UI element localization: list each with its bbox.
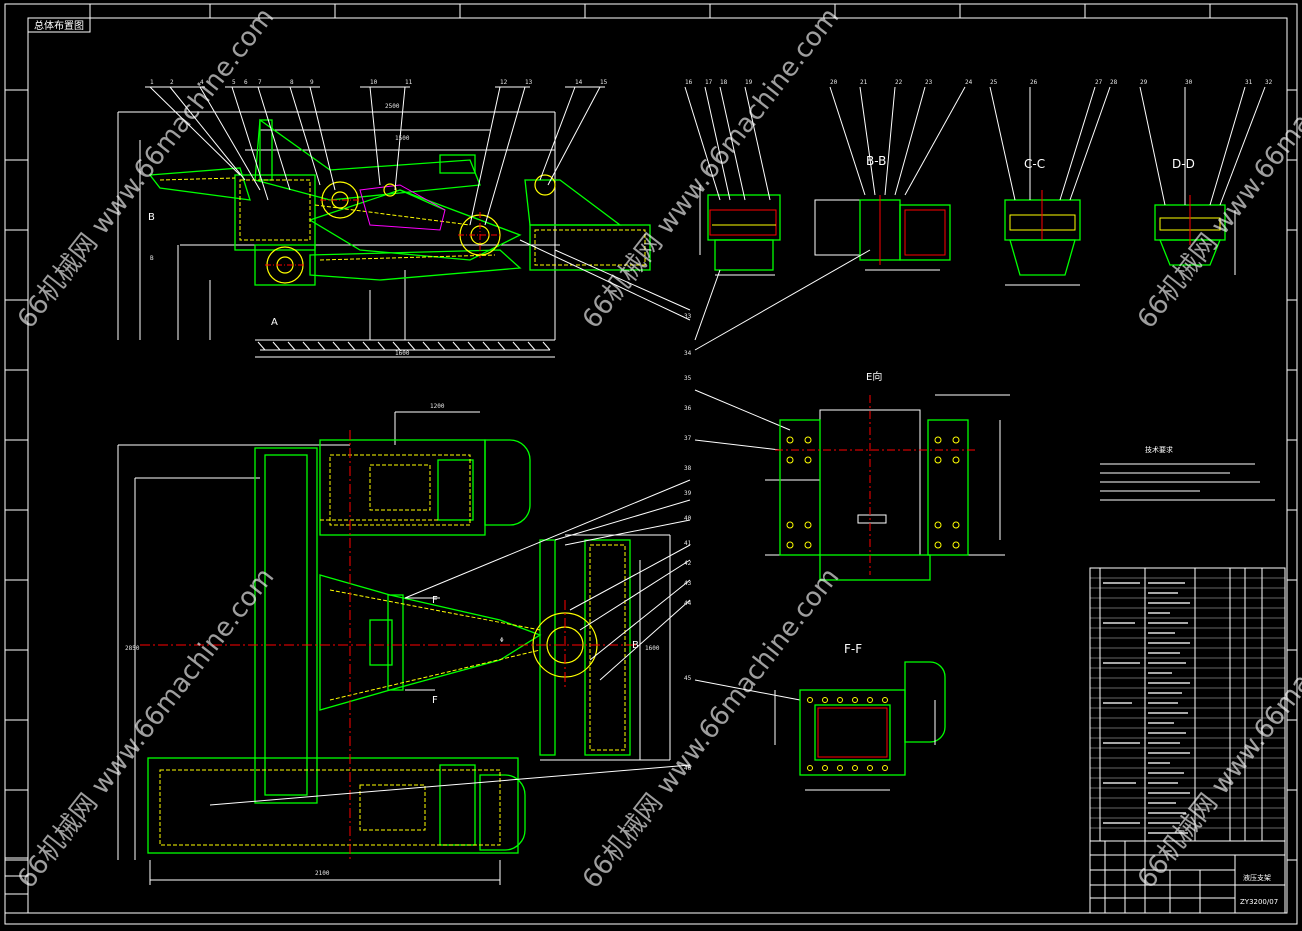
section-label-dd: D-D: [1172, 157, 1195, 171]
svg-text:26: 26: [1030, 79, 1038, 86]
parts-list-text-marks: [1103, 582, 1190, 834]
svg-text:46: 46: [684, 765, 692, 772]
svg-text:44: 44: [684, 600, 692, 607]
svg-text:2850: 2850: [125, 645, 140, 652]
title-block-name: 液压支架: [1243, 873, 1271, 882]
svg-text:16: 16: [685, 79, 693, 86]
svg-text:18: 18: [720, 79, 728, 86]
svg-text:Φ: Φ: [500, 637, 504, 644]
title-block: [1089, 840, 1286, 914]
leader-lines-mid: [694, 249, 871, 701]
svg-text:15: 15: [600, 79, 608, 86]
svg-text:41: 41: [684, 540, 692, 547]
svg-text:30: 30: [1185, 79, 1193, 86]
svg-text:36: 36: [684, 405, 692, 412]
svg-text:25: 25: [990, 79, 998, 86]
plan-view: 2850 2100 1200 1600 Φ F F B: [117, 403, 691, 885]
tech-notes-title: 技术要求: [1145, 445, 1173, 454]
svg-text:2500: 2500: [385, 103, 400, 110]
svg-text:19: 19: [745, 79, 753, 86]
section-label-bb: B-B: [866, 154, 886, 168]
section-label-cc: C-C: [1024, 157, 1045, 171]
svg-text:39: 39: [684, 490, 692, 497]
svg-text:1600: 1600: [645, 645, 660, 652]
section-label-f1: F: [432, 595, 438, 606]
view-e: E向: [765, 370, 1010, 581]
svg-text:14: 14: [575, 79, 583, 86]
svg-text:10: 10: [370, 79, 378, 86]
section-label-f2: F: [432, 695, 438, 706]
svg-text:32: 32: [1265, 79, 1273, 86]
svg-text:1600: 1600: [395, 350, 410, 357]
svg-text:2100: 2100: [315, 870, 330, 877]
svg-text:28: 28: [1110, 79, 1118, 86]
svg-text:21: 21: [860, 79, 868, 86]
svg-text:34: 34: [684, 350, 692, 357]
section-view-cc: 25 26 27 28 C-C: [989, 79, 1118, 286]
section-label-b2: B: [148, 212, 155, 223]
section-label-ff: F-F: [844, 642, 862, 656]
section-view-dd: 29 30 31 32 D-D: [1139, 79, 1273, 275]
svg-text:29: 29: [1140, 79, 1148, 86]
svg-text:2: 2: [170, 79, 174, 86]
watermark-text: 66机械网 www.66machine.com: [577, 2, 845, 334]
section-label-a: A: [271, 317, 278, 328]
svg-text:9: 9: [310, 79, 314, 86]
section-view-a: 16 17 18 19: [684, 79, 781, 276]
svg-text:8: 8: [290, 79, 294, 86]
leader-numbers: 33 34 35 36 37 38 39 40 41 42 43 44 45 46: [684, 313, 692, 772]
svg-text:1: 1: [150, 79, 154, 86]
svg-text:31: 31: [1245, 79, 1253, 86]
svg-text:12: 12: [500, 79, 508, 86]
watermark-group: 66机械网 www.66machine.com 66机械网 www.66mach…: [12, 2, 1302, 894]
title-block-code: ZY3200/07: [1240, 898, 1278, 906]
svg-text:45: 45: [684, 675, 692, 682]
svg-text:4: 4: [200, 79, 204, 86]
drawing-frame: [4, 3, 1298, 925]
svg-text:20: 20: [830, 79, 838, 86]
svg-text:37: 37: [684, 435, 692, 442]
svg-text:27: 27: [1095, 79, 1103, 86]
svg-text:11: 11: [405, 79, 413, 86]
corner-stamp: [4, 857, 29, 914]
svg-text:24: 24: [965, 79, 973, 86]
svg-text:38: 38: [684, 465, 692, 472]
svg-text:33: 33: [684, 313, 692, 320]
svg-text:42: 42: [684, 560, 692, 567]
svg-text:23: 23: [925, 79, 933, 86]
svg-text:1500: 1500: [395, 135, 410, 142]
svg-text:7: 7: [258, 79, 262, 86]
parts-list: [1089, 567, 1286, 842]
technical-notes: 技术要求: [1100, 445, 1275, 501]
svg-text:1200: 1200: [430, 403, 445, 410]
svg-text:35: 35: [684, 375, 692, 382]
view-label-e: E向: [866, 370, 882, 383]
svg-text:5: 5: [232, 79, 236, 86]
svg-text:40: 40: [684, 515, 692, 522]
section-view-ff: F-F: [774, 642, 946, 791]
svg-text:13: 13: [525, 79, 533, 86]
svg-text:43: 43: [684, 580, 692, 587]
svg-text:17: 17: [705, 79, 713, 86]
watermark-text: 66机械网 www.66machine.com: [577, 562, 845, 894]
corner-label-box: 总体布置图: [27, 17, 91, 33]
svg-text:6: 6: [244, 79, 248, 86]
svg-text:B: B: [150, 255, 154, 262]
svg-text:22: 22: [895, 79, 903, 86]
section-label-b: B: [632, 640, 639, 651]
section-view-bb: 20 21 22 23 24 B-B: [814, 79, 973, 271]
parts-list-rows: [1090, 577, 1285, 829]
frame-zone-ticks: [5, 4, 1297, 861]
corner-label: 总体布置图: [34, 19, 84, 32]
